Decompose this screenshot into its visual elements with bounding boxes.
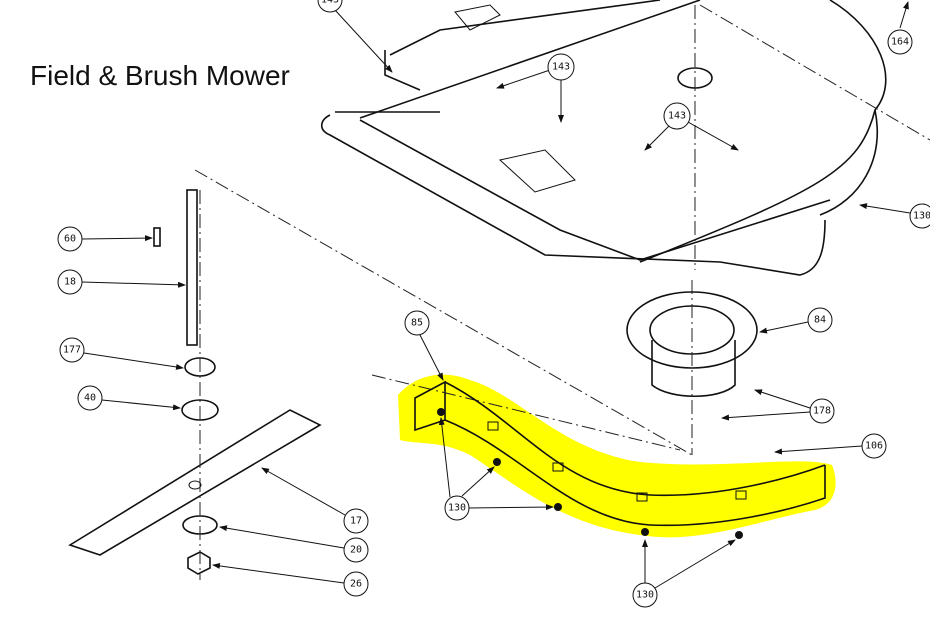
svg-text:84: 84 (814, 315, 826, 326)
svg-text:143: 143 (552, 62, 570, 73)
svg-text:17: 17 (350, 516, 362, 527)
spindle-assembly (68, 189, 322, 580)
svg-text:143: 143 (668, 111, 686, 122)
svg-text:20: 20 (350, 545, 362, 556)
callout-40: 40 (77, 385, 181, 411)
svg-text:178: 178 (813, 406, 831, 417)
svg-text:85: 85 (411, 318, 423, 329)
spindle-housing (194, 169, 758, 456)
svg-text:164: 164 (891, 37, 909, 48)
highlight-marker (398, 374, 836, 538)
callout-18: 18 (57, 269, 186, 295)
callout-60: 60 (57, 226, 153, 252)
callout-130: 130 (859, 203, 930, 229)
callout-178: 178 (721, 389, 835, 424)
svg-text:40: 40 (84, 393, 96, 404)
svg-text:106: 106 (865, 441, 883, 452)
svg-text:26: 26 (350, 579, 362, 590)
svg-text:60: 60 (64, 234, 76, 245)
callout-130: 130 (632, 539, 736, 608)
mower-deck (320, 0, 930, 276)
callout-164: 164 (887, 1, 913, 55)
diagram-title: Field & Brush Mower (30, 60, 290, 91)
callout-143: 143 (317, 0, 393, 73)
svg-text:143: 143 (321, 0, 339, 6)
svg-text:177: 177 (63, 345, 81, 356)
svg-text:130: 130 (448, 503, 466, 514)
callout-177: 177 (59, 337, 184, 370)
callout-26: 26 (212, 562, 369, 597)
callout-130: 130 (438, 417, 554, 521)
callout-20: 20 (219, 525, 369, 563)
callout-85: 85 (404, 310, 444, 381)
callout-143: 143 (644, 102, 739, 151)
callout-84: 84 (759, 307, 833, 334)
svg-text:130: 130 (636, 590, 654, 601)
callout-106: 106 (774, 433, 887, 459)
svg-text:18: 18 (64, 277, 76, 288)
callout-17: 17 (261, 467, 369, 534)
callout-143: 143 (496, 53, 575, 123)
deflector-skirt (414, 380, 826, 539)
svg-text:130: 130 (913, 211, 930, 222)
